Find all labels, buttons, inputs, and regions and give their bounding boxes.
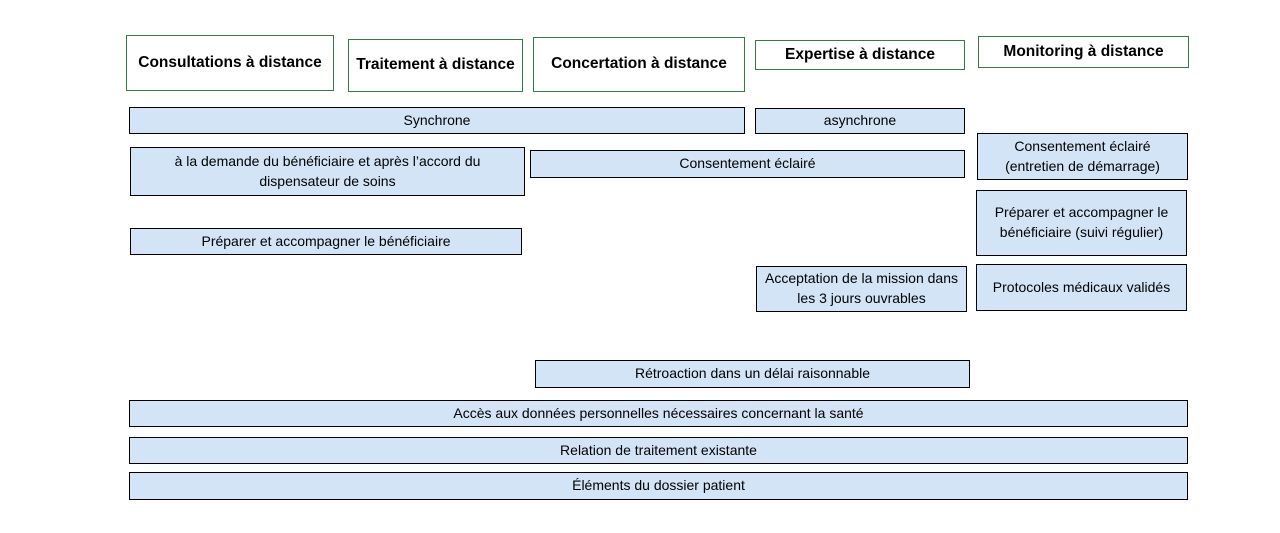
box-demande-beneficiaire-accord-dispensateur: à la demande du bénéficiaire et après l’… [130, 147, 525, 196]
header-monitoring-a-distance: Monitoring à distance [978, 36, 1189, 68]
header-concertation-a-distance: Concertation à distance [533, 37, 745, 92]
box-preparer-accompagner-suivi-regulier: Préparer et accompagner le bénéficiaire … [976, 190, 1187, 256]
box-elements-dossier-patient: Éléments du dossier patient [129, 472, 1188, 500]
box-synchrone: Synchrone [129, 107, 745, 134]
header-consultations-a-distance: Consultations à distance [126, 35, 334, 91]
box-consentement-eclaire-entretien-demarrage: Consentement éclairé (entretien de démar… [977, 133, 1188, 180]
box-acceptation-mission-3-jours: Acceptation de la mission dans les 3 jou… [756, 266, 967, 312]
box-protocoles-medicaux-valides: Protocoles médicaux validés [976, 264, 1187, 311]
box-acces-donnees-personnelles-sante: Accès aux données personnelles nécessair… [129, 400, 1188, 427]
box-relation-traitement-existante: Relation de traitement existante [129, 437, 1188, 464]
box-preparer-accompagner-beneficiaire: Préparer et accompagner le bénéficiaire [130, 228, 522, 255]
header-traitement-a-distance: Traitement à distance [348, 39, 523, 92]
header-expertise-a-distance: Expertise à distance [755, 40, 965, 70]
box-consentement-eclaire: Consentement éclairé [530, 150, 965, 178]
box-asynchrone: asynchrone [755, 108, 965, 134]
box-retroaction-delai-raisonnable: Rétroaction dans un délai raisonnable [535, 360, 970, 388]
